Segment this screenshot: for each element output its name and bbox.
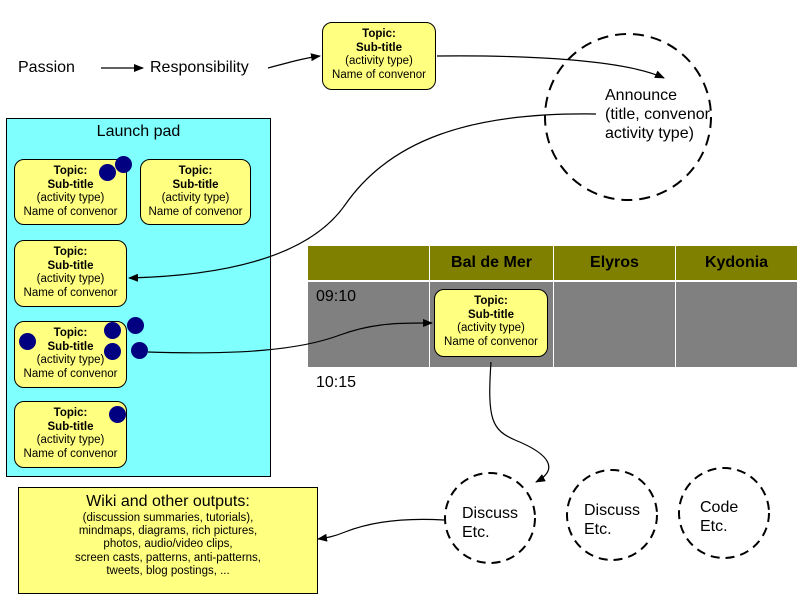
wiki-line: tweets, blog postings, ... (106, 564, 230, 577)
vote-dot (104, 343, 121, 360)
card-topic: Topic: (53, 246, 88, 258)
topic-card-top[interactable]: Topic: Sub-title (activity type) Name of… (322, 22, 436, 90)
card-subtitle: Sub-title (172, 178, 219, 191)
responsibility-label: Responsibility (150, 59, 249, 76)
card-activity: (activity type) (36, 354, 105, 366)
card-convenor: Name of convenor (332, 68, 426, 81)
arrow-discuss-wiki (317, 518, 445, 542)
arrow-responsibility-card (267, 53, 321, 69)
output-line1: Discuss (462, 505, 519, 522)
wiki-line: photos, audio/video clips, (103, 538, 233, 551)
wiki-line: mindmaps, diagrams, rich pictures, (78, 525, 258, 538)
vote-dot (127, 317, 144, 334)
card-convenor: Name of convenor (148, 205, 243, 218)
card-topic: Topic: (53, 327, 88, 339)
output-discuss-2: Discuss Etc. (584, 501, 640, 539)
announce-line1: Announce (605, 87, 678, 104)
room-header-bal-de-mer: Bal de Mer (430, 246, 554, 280)
room-header-kydonia: Kydonia (676, 246, 798, 280)
vote-dot (19, 333, 36, 350)
pad-card-1[interactable]: Topic: Sub-title (activity type) Name of… (14, 159, 127, 225)
announce-bubble: Announce (title, convenor, activity type… (605, 86, 714, 143)
wiki-line: (discussion summaries, tutorials), (82, 512, 254, 524)
card-subtitle: Sub-title (47, 340, 94, 353)
output-line1: Code (700, 499, 739, 516)
card-convenor: Name of convenor (23, 367, 118, 380)
vote-dot (131, 342, 148, 359)
card-convenor: Name of convenor (23, 205, 118, 218)
schedule-header-corner (308, 246, 430, 280)
card-activity: (activity type) (36, 273, 105, 285)
output-discuss-1: Discuss Etc. (462, 504, 518, 542)
card-topic: Topic: (53, 165, 88, 177)
time-slot-1015: 10:15 (316, 374, 357, 391)
card-topic: Topic: (53, 407, 88, 419)
card-subtitle: Sub-title (47, 178, 94, 191)
card-topic: Topic: (474, 295, 508, 307)
card-activity: (activity type) (161, 192, 230, 204)
arrow-card-announce (436, 55, 665, 79)
vote-dot (99, 164, 116, 181)
vote-dot (109, 406, 126, 423)
pad-card-2[interactable]: Topic: Sub-title (activity type) Name of… (140, 159, 251, 225)
card-topic: Topic: (362, 28, 396, 40)
output-line1: Discuss (584, 502, 641, 519)
announce-line2: (title, convenor, (605, 106, 714, 123)
pad-card-5[interactable]: Topic: Sub-title (activity type) Name of… (14, 401, 127, 468)
wiki-outputs-box: Wiki and other outputs: (discussion summ… (18, 487, 318, 594)
output-line2: Etc. (700, 518, 728, 535)
schedule-cell-kydonia[interactable] (676, 282, 798, 367)
schedule-cell-elyros[interactable] (554, 282, 676, 367)
time-slot-0910: 09:10 (316, 288, 357, 305)
card-convenor: Name of convenor (444, 335, 538, 348)
card-subtitle: Sub-title (47, 420, 94, 433)
card-convenor: Name of convenor (23, 286, 118, 299)
vote-dot (104, 322, 121, 339)
card-subtitle: Sub-title (468, 308, 514, 321)
card-convenor: Name of convenor (23, 447, 118, 460)
announce-line3: activity type) (605, 125, 694, 142)
wiki-title: Wiki and other outputs: (86, 493, 250, 510)
card-activity: (activity type) (36, 434, 105, 446)
card-topic: Topic: (178, 165, 213, 177)
arrow-schedule-discuss (489, 361, 550, 483)
wiki-line: screen casts, patterns, anti-patterns, (74, 551, 261, 564)
passion-label: Passion (18, 59, 75, 76)
scheduled-topic-card[interactable]: Topic: Sub-title (activity type) Name of… (434, 289, 548, 357)
vote-dot (115, 156, 132, 173)
card-activity: (activity type) (345, 55, 413, 67)
output-code: Code Etc. (700, 498, 738, 536)
room-header-elyros: Elyros (554, 246, 676, 280)
output-line2: Etc. (462, 524, 490, 541)
card-activity: (activity type) (36, 192, 105, 204)
output-line2: Etc. (584, 521, 612, 538)
card-activity: (activity type) (457, 322, 525, 334)
pad-card-3[interactable]: Topic: Sub-title (activity type) Name of… (14, 240, 127, 307)
launch-pad-title: Launch pad (96, 123, 181, 140)
wiki-body: (discussion summaries, tutorials), mindm… (19, 512, 317, 578)
card-subtitle: Sub-title (47, 259, 94, 272)
card-subtitle: Sub-title (356, 41, 402, 54)
